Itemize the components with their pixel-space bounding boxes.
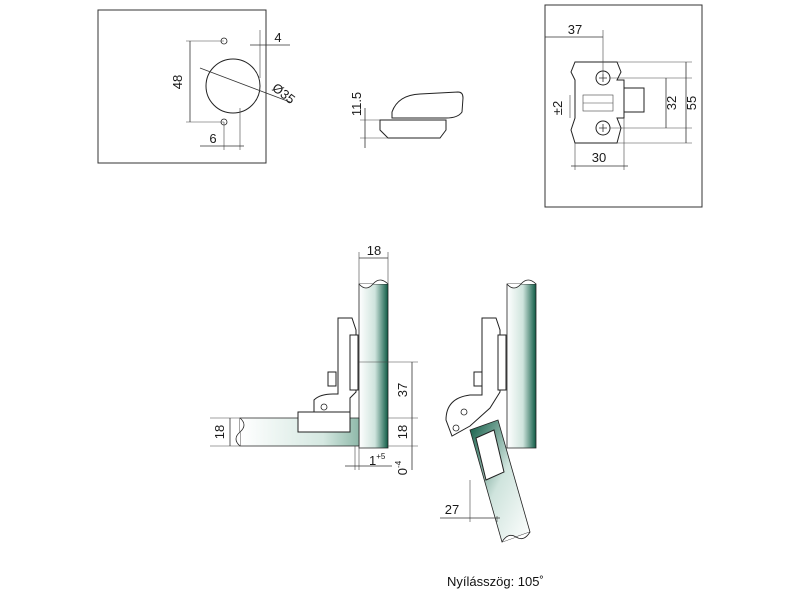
dim-overlay-base: 0: [395, 468, 410, 475]
dim-offset: 6: [209, 131, 216, 146]
hinge-cup-side: [379, 119, 447, 139]
mounting-plate-view: 37 ±2 32 55 30: [544, 4, 703, 208]
closed-section-view: 18 37 18 18 1+5 0-4: [210, 243, 418, 475]
dim-closed-height: 37: [395, 383, 410, 397]
dim-panel-top: 18: [367, 243, 381, 258]
dim-panel-left: 18: [212, 425, 227, 439]
dim-side-height: 11.5: [349, 92, 364, 116]
side-panel-open: [506, 283, 537, 449]
plate-adjust-block: [623, 87, 645, 113]
dim-edge: 4: [274, 30, 281, 45]
open-section-view: 27: [440, 279, 537, 543]
dim-plate-adjust: ±2: [550, 101, 565, 115]
dim-overlay: 0-4: [394, 460, 410, 475]
dim-closed-thickness: 18: [395, 425, 410, 439]
hinge-arm-side: [391, 91, 464, 119]
dim-plate-height: 55: [684, 96, 699, 110]
dim-gap-base: 1: [369, 453, 376, 468]
cup-hole: [205, 58, 261, 114]
hinge-side-view: 11.5: [349, 91, 464, 148]
opening-angle-caption: Nyílásszög: 105˚: [447, 574, 544, 589]
dim-gap: 1+5: [369, 452, 386, 468]
dim-spacing: 48: [170, 75, 185, 89]
dim-plate-base: 30: [592, 150, 606, 165]
side-panel: [358, 283, 389, 449]
dim-overlay-sup: -4: [394, 460, 403, 468]
hinge-arm-open: [445, 317, 501, 437]
dim-cup: Ø35: [269, 80, 298, 107]
drilling-plan: 48 4 Ø35 6: [97, 9, 298, 164]
dim-hole-spacing: 32: [664, 96, 679, 110]
hinge-cup-closed: [297, 411, 351, 433]
hinge-cup-open: [475, 429, 505, 481]
hinge-adjust-screw-open: [473, 371, 483, 387]
dim-plate-width: 37: [568, 22, 582, 37]
hinge-adjust-screw-closed: [327, 371, 337, 387]
dim-gap-sup: +5: [376, 452, 386, 461]
dim-clearance: 27: [445, 502, 459, 517]
